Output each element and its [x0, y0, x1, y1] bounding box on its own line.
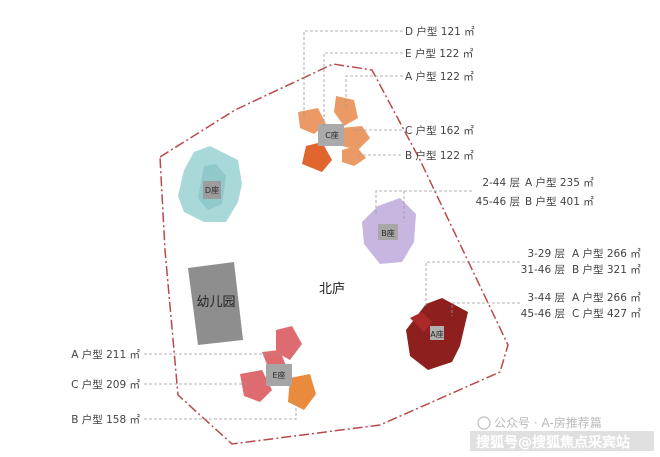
kindergarten: 幼儿园 [188, 262, 243, 345]
label-b-unit-2: B 户型 401 ㎡ [525, 195, 594, 208]
label-c-b: B 户型 122 ㎡ [405, 149, 474, 162]
label-b-unit-1: A 户型 235 ㎡ [525, 176, 594, 189]
building-a: A座 [406, 298, 468, 370]
label-a-floors-2: 31-46 层 [521, 264, 565, 276]
label-c-a: A 户型 122 ㎡ [405, 70, 474, 83]
label-c-c: C 户型 162 ㎡ [405, 124, 474, 137]
building-b: B座 [362, 198, 416, 264]
leader-c-e [323, 52, 403, 128]
label-a-floors-1: 3-29 层 [527, 248, 565, 260]
label-a-unit-3: A 户型 266 ㎡ [572, 291, 641, 304]
label-a-floors-3: 3-44 层 [527, 292, 565, 304]
building-b-label: B座 [381, 228, 395, 238]
watermark-source: 搜狐号@搜狐焦点采宾站 [476, 434, 630, 451]
leader-e-b [144, 400, 297, 420]
kindergarten-label: 幼儿园 [196, 295, 235, 310]
label-a-floors-4: 45-46 层 [521, 308, 565, 320]
building-c-label: C座 [325, 130, 339, 140]
leader-c-a [345, 75, 403, 108]
building-c: C座 [298, 96, 370, 172]
leader-a-lower [451, 302, 520, 316]
label-a-unit-4: C 户型 427 ㎡ [572, 307, 641, 320]
building-d-label: D座 [205, 185, 219, 195]
label-e-c: C 户型 209 ㎡ [71, 378, 140, 391]
label-a-unit-2: B 户型 321 ㎡ [572, 263, 641, 276]
leader-b [375, 190, 472, 214]
label-a-unit-1: A 户型 266 ㎡ [572, 247, 641, 260]
building-e: E座 [240, 326, 316, 410]
watermark-account: 公众号 · A-房推荐篇 [494, 415, 602, 430]
building-e-label: E座 [272, 370, 285, 380]
building-a-label: A座 [430, 329, 443, 339]
site-name: 北庐 [319, 282, 345, 297]
site-boundary [159, 63, 509, 445]
watermark: 公众号 · A-房推荐篇 搜狐号@搜狐焦点采宾站 [470, 415, 654, 451]
label-e-b: B 户型 158 ㎡ [71, 413, 140, 426]
building-d: D座 [178, 146, 242, 222]
label-b-floors-2: 45-46 层 [476, 196, 520, 208]
label-c-e: E 户型 122 ㎡ [405, 47, 474, 60]
label-e-a: A 户型 211 ㎡ [71, 348, 140, 361]
leader-a-upper [425, 261, 520, 308]
label-b-floors-1: 2-44 层 [482, 177, 520, 189]
label-c-d: D 户型 121 ㎡ [405, 25, 475, 38]
leader-c-d [303, 30, 403, 118]
